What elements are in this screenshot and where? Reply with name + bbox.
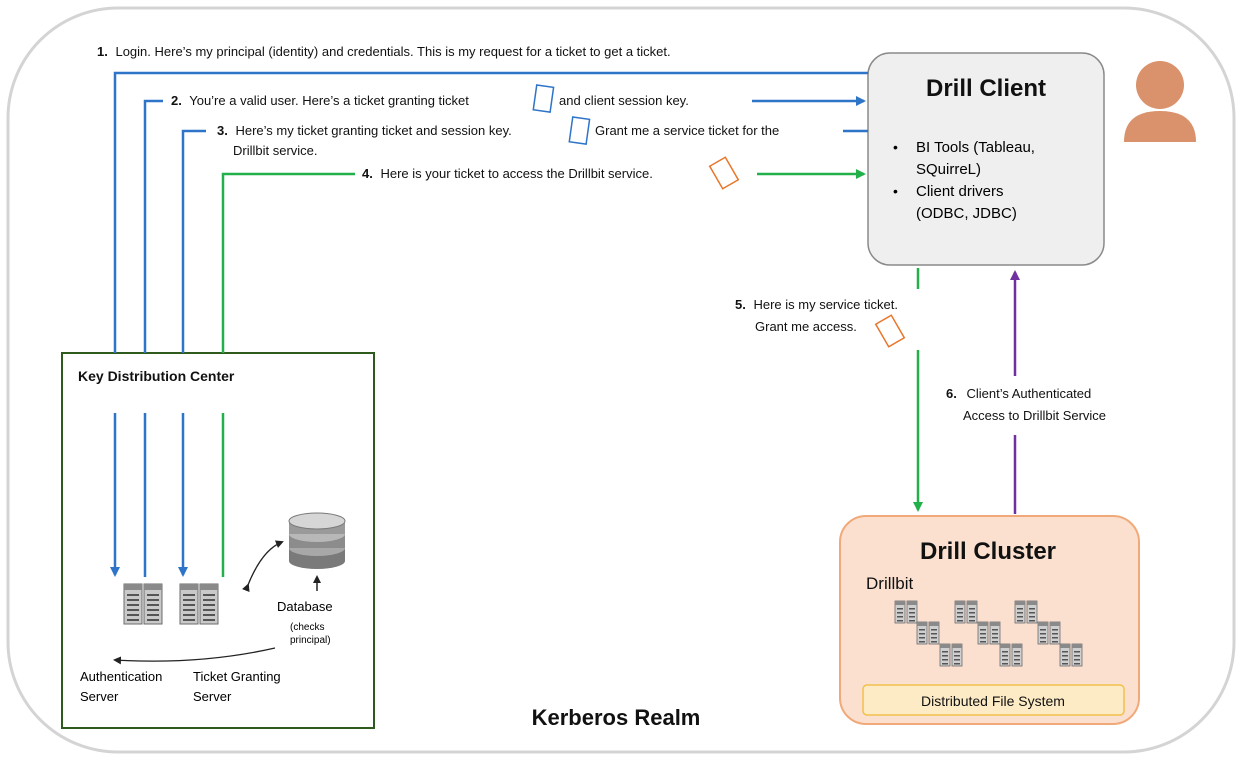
drill-cluster-box (839, 515, 1140, 725)
dfs-label: Distributed File System (921, 693, 1065, 709)
step-3-text-1: Here’s my ticket granting ticket and ses… (235, 123, 511, 138)
ticket-icon (708, 156, 740, 190)
tgs-database-arrow (242, 540, 284, 593)
drill-client-box (867, 52, 1105, 266)
step-3-number: 3. (217, 123, 228, 138)
database-note-line-1: (checks (290, 622, 324, 633)
step-2-label: 2. You’re a valid user. Here’s a ticket … (171, 93, 469, 108)
ticket-icon (532, 84, 555, 113)
tgs-to-auth-arrow (113, 647, 276, 665)
step-1-number: 1. (97, 44, 108, 59)
step-5-text-2: Grant me access. (755, 319, 857, 334)
client-bullet-2-line-1: Client drivers (916, 183, 1004, 200)
step-1-arrow (110, 71, 868, 577)
tgs-label-line-1: Ticket Granting (193, 669, 281, 684)
kdc-title: Key Distribution Center (78, 368, 235, 384)
step-6-text-1: Client’s Authenticated (966, 386, 1091, 401)
step-2-text-1: You’re a valid user. Here’s a ticket gra… (189, 93, 469, 108)
database-note-line-2: principal) (290, 635, 331, 646)
step-6-label: 6. Client’s Authenticated (946, 386, 1091, 401)
step-4-label: 4. Here is your ticket to access the Dri… (362, 166, 653, 181)
database-icon (288, 512, 346, 569)
step-3-label: 3. Here’s my ticket granting ticket and … (217, 123, 512, 138)
tgs-label-line-2: Server (193, 689, 232, 704)
step-3-arrow (178, 129, 868, 577)
step-1-label: 1. Login. Here’s my principal (identity)… (97, 44, 671, 59)
dfs-bar (862, 684, 1125, 716)
client-bullet-2-line-2: (ODBC, JDBC) (916, 205, 1017, 222)
step-1-text: Login. Here’s my principal (identity) an… (115, 44, 670, 59)
step-2-number: 2. (171, 93, 182, 108)
step-5-text-1: Here is my service ticket. (753, 297, 897, 312)
drill-cluster-title: Drill Cluster (920, 538, 1056, 565)
client-bullet-marker: • (893, 139, 898, 155)
step-4-arrow (221, 169, 866, 577)
step-3-text-3: Drillbit service. (233, 143, 318, 158)
client-bullet-1-line-2: SQuirreL) (916, 161, 981, 178)
drillbit-label: Drillbit (866, 574, 914, 593)
auth-server-label-line-1: Authentication (80, 669, 162, 684)
client-bullet-marker: • (893, 183, 898, 199)
step-5-number: 5. (735, 297, 746, 312)
step-4-number: 4. (362, 166, 373, 181)
realm-title: Kerberos Realm (532, 705, 701, 730)
ticket-icon (568, 116, 591, 145)
drill-client-title: Drill Client (926, 75, 1046, 102)
database-label: Database (277, 599, 333, 614)
step-3-text-2: Grant me a service ticket for the (595, 123, 779, 138)
step-2-text-2: and client session key. (559, 93, 689, 108)
step-5-label: 5. Here is my service ticket. (735, 297, 898, 312)
step-4-text: Here is your ticket to access the Drillb… (380, 166, 652, 181)
user-icon (1124, 61, 1196, 142)
step-2-arrow (143, 96, 866, 577)
client-bullet-1-line-1: BI Tools (Tableau, (916, 139, 1035, 156)
step-6-number: 6. (946, 386, 957, 401)
ticket-icon (874, 314, 906, 348)
auth-server-label-line-2: Server (80, 689, 119, 704)
step-6-text-2: Access to Drillbit Service (963, 408, 1106, 423)
